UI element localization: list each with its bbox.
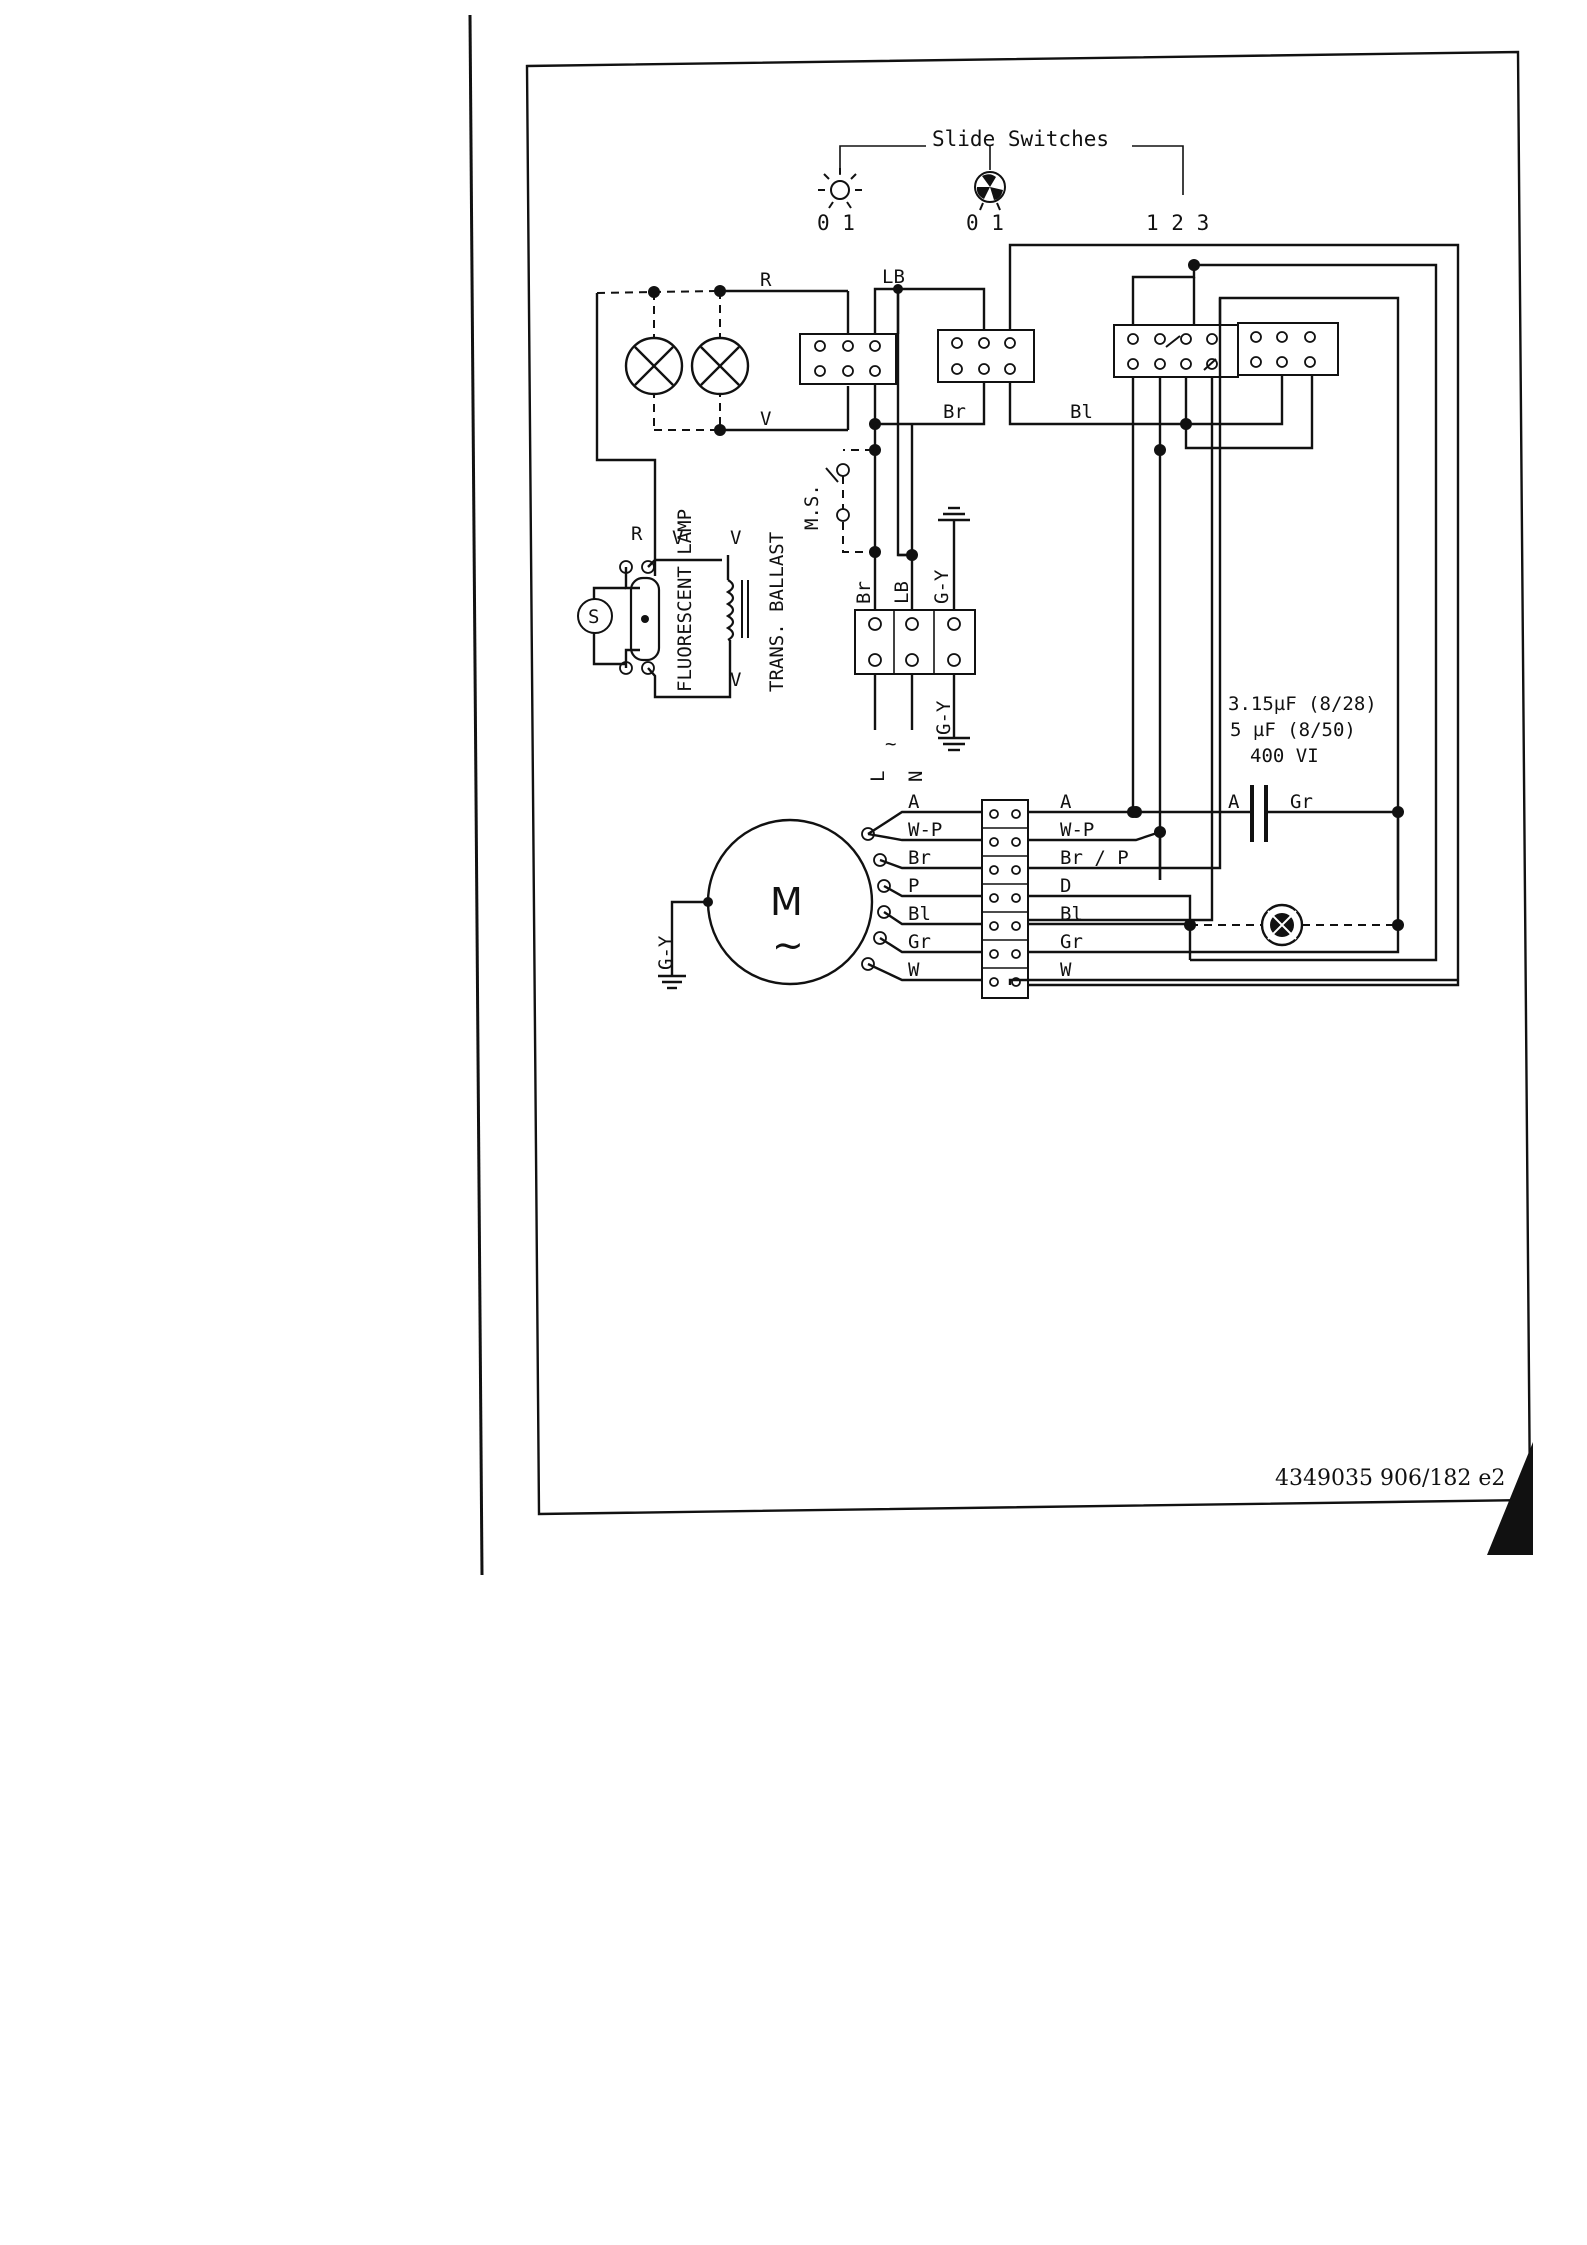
motor-right-label-3: D — [1060, 875, 1071, 897]
indicator-lamp — [1262, 905, 1302, 945]
ballast-coil — [728, 580, 748, 640]
switch-speed-positions: 1 2 3 — [1146, 211, 1209, 235]
switch-title: Slide Switches — [932, 127, 1109, 151]
lamp-v-label-3: V — [730, 669, 741, 691]
page-binding-line — [470, 15, 482, 1575]
switch-fan-positions: 0 1 — [966, 211, 1004, 235]
document-code: 4349035 906/182 e2 — [1275, 1466, 1505, 1491]
motor-gy-label: G-Y — [655, 935, 677, 970]
corner-triangle — [1487, 1442, 1533, 1555]
lamp-bulb-2 — [692, 338, 748, 394]
motor-right-label-2: Br / P — [1060, 847, 1129, 869]
fluorescent-lamp-label: FLUORESCENT LAMP — [674, 509, 696, 692]
capacitor-a-label: A — [1228, 791, 1240, 813]
motor-left-label-2: Br — [908, 847, 931, 869]
supply-l-label: L — [867, 771, 889, 782]
capacitor-symbol — [1252, 785, 1266, 842]
motor-left-label-0: A — [908, 791, 920, 813]
lamp-v-label-2: V — [730, 527, 741, 549]
motor-right-label-4: Bl — [1060, 903, 1083, 925]
trans-ballast-label: TRANS. BALLAST — [766, 532, 788, 692]
wire-label-lb: LB — [882, 266, 905, 288]
motor-left-label-1: W-P — [908, 819, 942, 841]
wire-label-br: Br — [943, 401, 966, 423]
motor-right-label-5: Gr — [1060, 931, 1083, 953]
capacitor-line-1: 3.15µF (8/28) — [1228, 693, 1377, 715]
terminal-lb-label: LB — [891, 581, 913, 604]
motor-right-label-1: W-P — [1060, 819, 1094, 841]
connector-4 — [1238, 323, 1338, 375]
terminal-gy-label: G-Y — [931, 569, 953, 604]
motor-right-label-0: A — [1060, 791, 1072, 813]
switch-light-positions: 0 1 — [817, 211, 855, 235]
lamp-bulb-1 — [626, 338, 682, 394]
fan-icon — [975, 172, 1005, 210]
motor-tilde: ~ — [772, 923, 804, 967]
light-icon — [818, 168, 862, 208]
motor-m-label: M — [770, 880, 803, 924]
capacitor-gr-label: Gr — [1290, 791, 1313, 813]
wire-label-v: V — [760, 408, 771, 430]
motor-left-label-4: Bl — [908, 903, 931, 925]
capacitor-line-3: 400 VI — [1250, 745, 1319, 767]
motor-left-label-5: Gr — [908, 931, 931, 953]
motor-left-label-3: P — [908, 875, 919, 897]
ms-label: M.S. — [801, 484, 823, 530]
wire-label-bl: Bl — [1070, 401, 1093, 423]
motor-right-label-6: W — [1060, 959, 1072, 981]
wire-label-r: R — [760, 269, 772, 291]
terminal-gy-label-2: G-Y — [933, 700, 955, 735]
terminal-br-label: Br — [853, 581, 875, 604]
motor-left-label-6: W — [908, 959, 920, 981]
lamp-r-label: R — [631, 523, 643, 545]
diagram-frame — [527, 52, 1530, 1514]
supply-tilde: ~ — [885, 733, 896, 755]
capacitor-line-2: 5 µF (8/50) — [1230, 719, 1356, 741]
starter-label: S — [588, 606, 599, 628]
supply-n-label: N — [905, 771, 927, 782]
